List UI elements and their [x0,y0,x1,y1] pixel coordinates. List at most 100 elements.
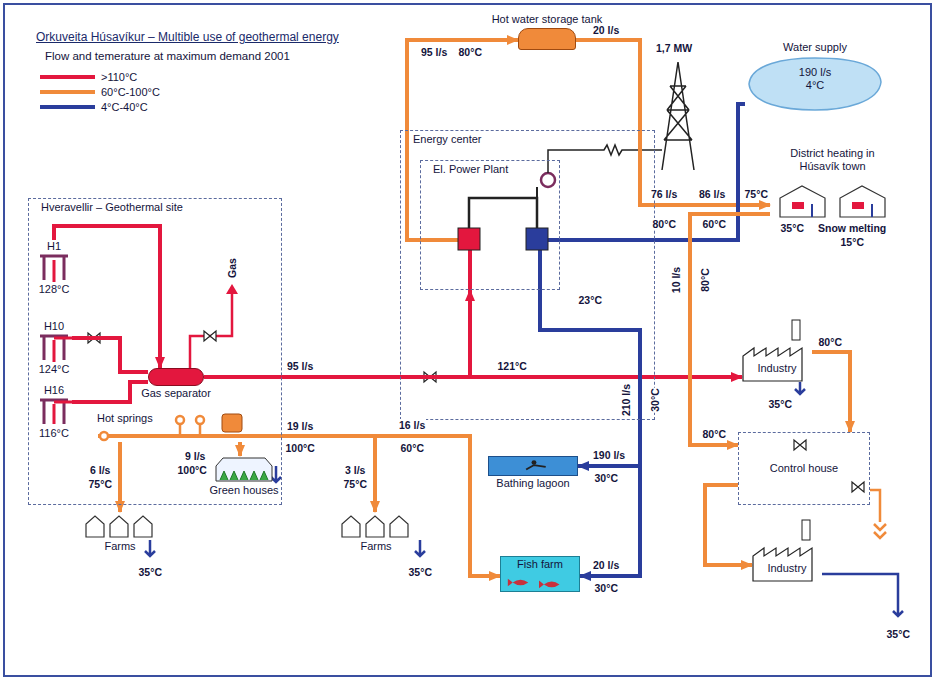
node-text: Hot springs [97,412,153,425]
storage-tank: Hot water storage tank [518,28,576,50]
node-text: 116°C [39,427,69,440]
legend-row: >110°C [40,70,137,83]
flow-label: 19 l/s [286,420,314,432]
flow-label: 35°C [886,628,911,640]
node-text: 190 l/s [799,66,831,79]
flow-label: 35°C [408,566,433,578]
node-text: Gas separator [141,387,211,400]
well: H16 116°C [36,384,72,440]
legend-text: 60°C-100°C [101,86,160,98]
node-text: 124°C [39,363,70,376]
flow-label: 100°C [177,464,208,476]
flow-label: 60°C [702,218,727,230]
well: H10 124°C [36,320,72,376]
pipe-connector [690,214,770,445]
district-heating: District heating in Húsavík town [770,146,895,218]
flow-label: 1,7 MW [655,42,693,54]
pipe-connector [560,104,745,240]
gas-separator: Gas separator [148,368,204,386]
industry: Industry [742,340,812,382]
bathing-lagoon: Bathing lagoon [488,456,578,476]
legend-text: >110°C [101,71,137,83]
pipe-connector [238,442,242,456]
flow-label: 80°C [702,428,727,440]
node-text: H16 [44,384,64,397]
flow-label: 80°C [698,267,710,292]
farms-icon [84,512,156,538]
flow-label: 10 l/s [670,266,682,294]
pipe-connector [204,375,742,379]
node-text: 128°C [39,283,70,296]
flow-label: 190 l/s [592,449,626,461]
legend-row: 4°C-40°C [40,100,148,113]
flow-label: 6 l/s [89,464,111,476]
pipe-connector [812,352,850,432]
flow-label: 80°C [818,336,843,348]
node-text: 4°C [806,79,824,92]
flow-label: 20 l/s [592,24,620,36]
node-text: Fish farm [517,558,563,571]
flow-label: 80°C [652,218,677,230]
flow-label: 121°C [497,360,528,372]
flow-label: 15°C [840,236,865,248]
node-text: H10 [44,320,64,333]
power-plant: El. Power Plant [420,160,560,290]
farms: Farms [84,512,156,538]
flow-label: 75°C [343,478,368,490]
flow-label: 95 l/s [286,360,314,372]
greenhouse: Green houses [215,456,273,482]
legend-swatch [40,105,95,109]
industry: Industry [752,540,822,582]
flow-label: 75°C [744,188,769,200]
district-heating-icon [770,184,895,218]
node-text: Farms [104,540,135,553]
node-text: Green houses [209,484,278,497]
flow-label: 35°C [768,398,793,410]
flow-label: 30°C [648,387,660,412]
flow-label: 30°C [594,472,619,484]
flow-label: 16 l/s [398,419,426,431]
node-text: Control house [770,462,839,475]
node-text: El. Power Plant [433,163,508,176]
well: H1128°C [36,240,72,296]
flow-label: 76 l/s [650,188,678,200]
pipe-connector [540,290,640,576]
subtitle: Flow and temerature at maximum demand 20… [44,50,291,62]
energy-center: Energy centerEl. Power Plant [400,130,655,420]
legend-swatch [40,75,95,79]
pipe-connector [72,382,148,402]
node-text: District heating in Húsavík town [773,147,892,173]
legend-swatch [40,90,95,94]
pipe-connector [245,436,500,576]
flow-label: 100°C [285,442,316,454]
flow-label: 75°C [88,478,113,490]
farms-icon [340,512,412,538]
node-text: Farms [360,540,391,553]
flow-label: 80°C [458,46,483,58]
pipe-connector [204,290,470,377]
pipe-connector [705,485,752,565]
node-text: Bathing lagoon [496,477,569,490]
industry-icon [752,540,822,582]
flow-label: Snow melting [817,222,887,234]
node-text: Water supply [783,41,847,54]
legend-text: 4°C-40°C [101,101,148,113]
node-text: Energy center [413,133,481,146]
legend-row: 60°C-100°C [40,85,160,98]
hot-springs: Hot springs [95,412,245,442]
site-region: Hveravellir – Geothermal siteH1128°C H10 1… [28,198,282,505]
diagram-title: Orkuveita Húsavíkur – Multible use of ge… [36,30,339,44]
flow-label: 210 l/s [620,383,632,417]
pipe-connector [72,338,148,372]
flow-label: 60°C [400,442,425,454]
control-house: Control house [738,432,870,505]
flow-label: 3 l/s [344,464,366,476]
flow-label: 20 l/s [592,559,620,571]
flow-label: 9 l/s [184,450,206,462]
node-text: Industry [757,362,796,375]
pipe-connector [118,442,122,512]
farms: Farms [340,512,412,538]
industry-icon [742,340,812,382]
node-text: Hveravellir – Geothermal site [41,201,183,214]
